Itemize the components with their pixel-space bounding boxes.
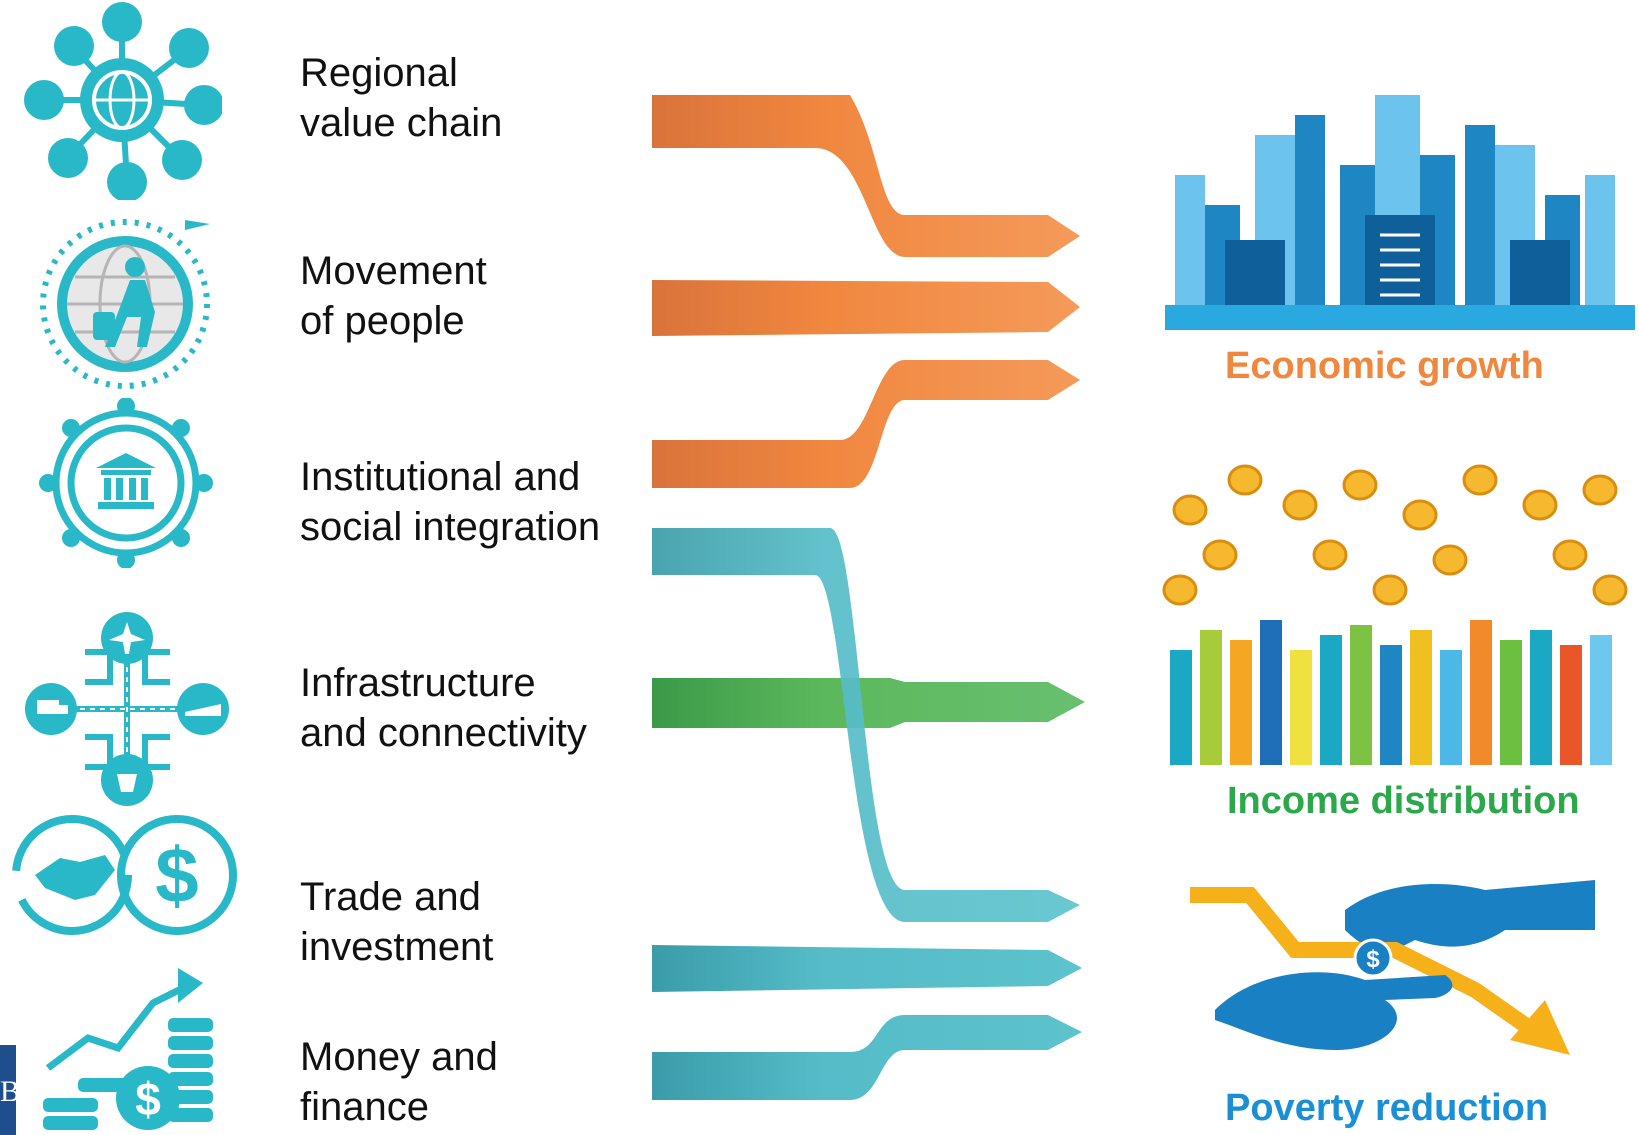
dimension-label-regional-value-chain: Regional value chain: [300, 51, 503, 145]
corner-logo-letter: B: [0, 1075, 21, 1108]
outcome-label-poverty-reduction: Poverty reduction: [1225, 1087, 1549, 1129]
flow-arrow-movement-of-people: [652, 280, 1080, 336]
svg-text:$: $: [155, 831, 198, 919]
coins-growth-icon: $: [43, 968, 213, 1130]
dimension-label-institutional-integration: Institutional and social integration: [300, 455, 601, 549]
svg-text:$: $: [1366, 946, 1380, 973]
value-chain-globe-icon: [24, 2, 222, 200]
flow-arrow-regional-value-chain: [652, 95, 1080, 257]
transport-network-icon: [25, 612, 229, 806]
svg-text:$: $: [135, 1073, 161, 1125]
dimension-label-trade-investment: Trade and investment: [300, 875, 494, 969]
raised-hands-coins-icon: [1162, 464, 1628, 765]
flow-arrow-money-finance: [652, 1015, 1082, 1100]
hands-giving-dollar-icon: $: [1190, 880, 1595, 1055]
flow-arrow-infrastructure-connectivity: [652, 678, 1085, 728]
handshake-dollar-icon: $: [12, 815, 237, 935]
flow-arrow-institutional-to-poverty: [652, 528, 1080, 922]
outcome-label-income-distribution: Income distribution: [1227, 780, 1580, 822]
dimension-label-movement-of-people: Movement of people: [300, 249, 487, 343]
dimension-label-infrastructure-connectivity: Infrastructure and connectivity: [300, 661, 587, 755]
corner-logo: B: [0, 1045, 20, 1135]
flow-arrow-institutional-integration: [652, 360, 1080, 488]
outcome-label-economic-growth: Economic growth: [1225, 345, 1544, 387]
traveler-globe-icon: [40, 219, 210, 389]
flow-arrow-trade-investment: [652, 945, 1082, 992]
institution-people-ring-icon: [39, 398, 213, 568]
dimension-label-money-finance: Money and finance: [300, 1035, 498, 1129]
city-skyline-icon: [1165, 95, 1635, 330]
